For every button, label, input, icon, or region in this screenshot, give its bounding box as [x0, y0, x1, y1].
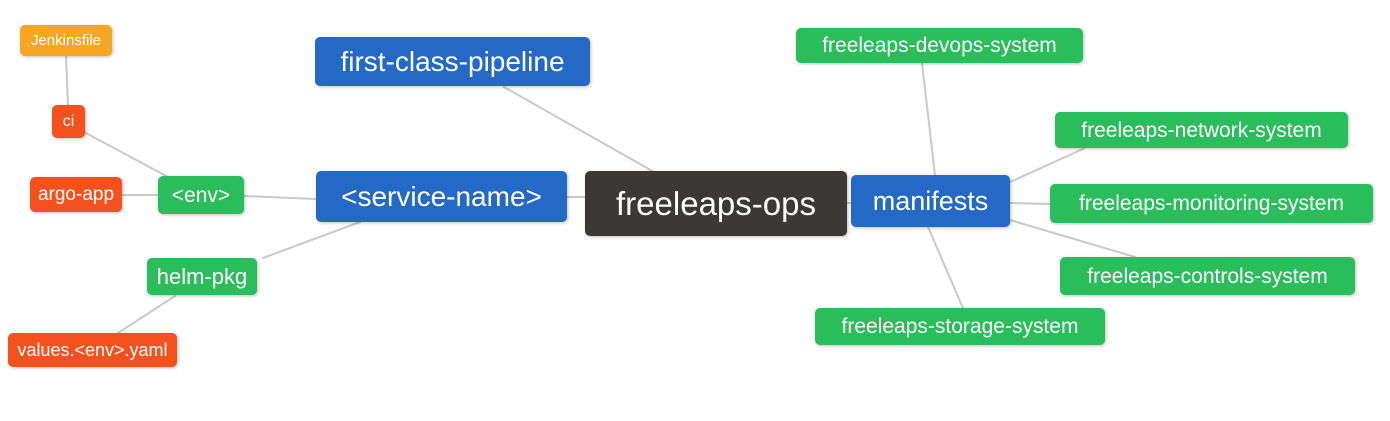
node-service-name[interactable]: <service-name>: [316, 171, 567, 222]
node-manifests[interactable]: manifests: [851, 175, 1010, 227]
edge-manifests-monitoring: [1009, 202, 1051, 205]
node-freeleaps-controls-system[interactable]: freeleaps-controls-system: [1060, 257, 1355, 295]
node-jenkinsfile[interactable]: Jenkinsfile: [20, 25, 112, 56]
edge-jenkinsfile-ci: [65, 55, 69, 106]
node-freeleaps-network-system[interactable]: freeleaps-network-system: [1055, 112, 1348, 148]
node-freeleaps-ops[interactable]: freeleaps-ops: [585, 171, 847, 236]
node-ci[interactable]: ci: [52, 105, 85, 138]
edge-service-name-helm-pkg: [262, 221, 361, 259]
node-freeleaps-monitoring-system[interactable]: freeleaps-monitoring-system: [1050, 184, 1373, 223]
node-freeleaps-storage-system[interactable]: freeleaps-storage-system: [815, 308, 1105, 345]
edge-helm-pkg-values: [117, 295, 176, 334]
edge-manifests-devops: [921, 62, 936, 176]
edge-manifests-storage: [927, 226, 964, 309]
node-argo-app[interactable]: argo-app: [30, 177, 122, 212]
edge-env-service-name: [243, 195, 317, 200]
node-first-class-pipeline[interactable]: first-class-pipeline: [315, 37, 590, 86]
node-helm-pkg[interactable]: helm-pkg: [147, 258, 257, 295]
edge-ci-env: [83, 131, 171, 179]
edge-pipeline-ops: [503, 86, 655, 173]
edge-manifests-network: [1007, 147, 1086, 184]
edge-manifests-controls: [1009, 219, 1136, 258]
node-env[interactable]: <env>: [158, 176, 244, 214]
node-values-env-yaml[interactable]: values.<env>.yaml: [8, 333, 177, 367]
node-freeleaps-devops-system[interactable]: freeleaps-devops-system: [796, 28, 1083, 63]
